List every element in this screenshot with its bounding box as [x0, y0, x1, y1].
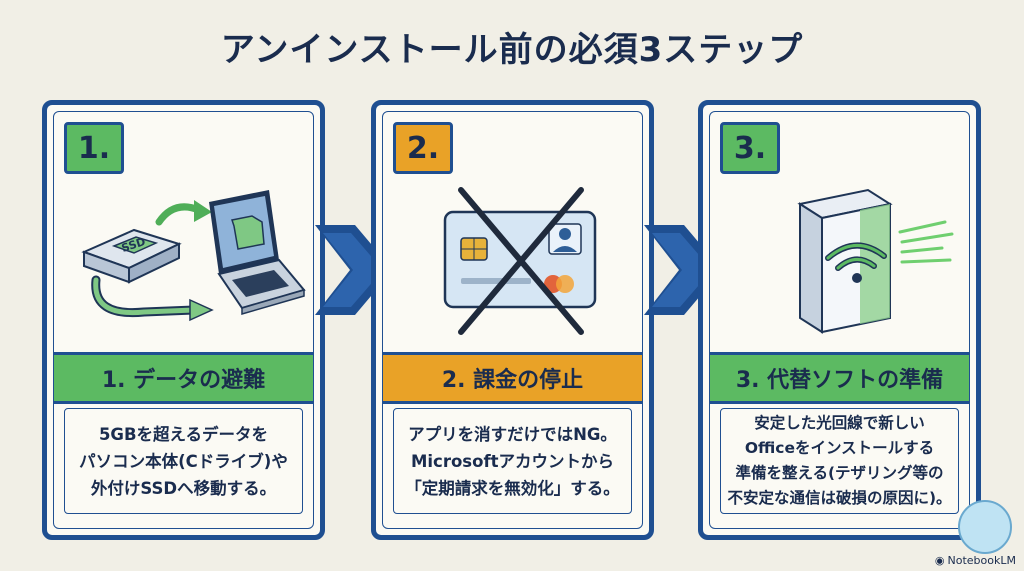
step-heading: 3. 代替ソフトの準備: [710, 352, 969, 404]
step-description: 5GBを超えるデータを パソコン本体(Cドライブ)や 外付けSSDへ移動する。: [64, 408, 303, 514]
step-number-badge: 2.: [393, 122, 453, 174]
desc-line: 不安定な通信は破損の原因に)。: [727, 489, 952, 507]
desc-line: 安定した光回線で新しい: [754, 414, 925, 432]
desc-line: 外付けSSDへ移動する。: [90, 478, 277, 498]
step-card-3: 3. 3. 代替ソフトの準備 安定した光回線で新しい Officeをインストール…: [698, 100, 981, 540]
crossed-credit-card-icon: [443, 187, 597, 335]
ssd-to-laptop-icon: SSD: [81, 190, 306, 322]
page-title: アンインストール前の必須3ステップ: [220, 30, 804, 70]
step-heading: 1. データの避難: [54, 352, 313, 404]
step-description: アプリを消すだけではNG。 Microsoftアカウントから 「定期請求を無効化…: [393, 408, 632, 514]
step-description: 安定した光回線で新しい Officeをインストールする 準備を整える(テザリング…: [720, 408, 959, 514]
card-inner-frame: 2. 2. 課金の停止 アプリを消すだけではNG。 Microsoftアカウント…: [382, 111, 643, 529]
step-number-badge: 3.: [720, 122, 780, 174]
desc-line: Officeをインストールする: [744, 439, 935, 457]
notebooklm-icon: ◉: [934, 554, 945, 567]
step-number-badge: 1.: [64, 122, 124, 174]
step-card-2: 2. 2. 課金の停止 アプリを消すだけではNG。 Microsoftアカウント…: [371, 100, 654, 540]
card-inner-frame: 1. SSD: [53, 111, 314, 529]
desc-line: アプリを消すだけではNG。: [408, 424, 617, 444]
desc-line: 準備を整える(テザリング等の: [735, 464, 944, 482]
card-inner-frame: 3. 3. 代替ソフトの準備 安定した光回線で新しい Officeをインストール…: [709, 111, 970, 529]
desc-line: 「定期請求を無効化」する。: [405, 478, 620, 498]
desc-line: Microsoftアカウントから: [410, 451, 615, 471]
desc-line: 5GBを超えるデータを: [98, 424, 269, 444]
office-badge-logo-icon: [958, 500, 1012, 554]
software-box-wifi-icon: [797, 188, 954, 334]
footer-brand: ◉ NotebookLM: [935, 554, 1016, 567]
step-card-1: 1. SSD: [42, 100, 325, 540]
desc-line: パソコン本体(Cドライブ)や: [79, 451, 288, 471]
step-heading: 2. 課金の停止: [383, 352, 642, 404]
footer-brand-text: NotebookLM: [947, 554, 1016, 567]
